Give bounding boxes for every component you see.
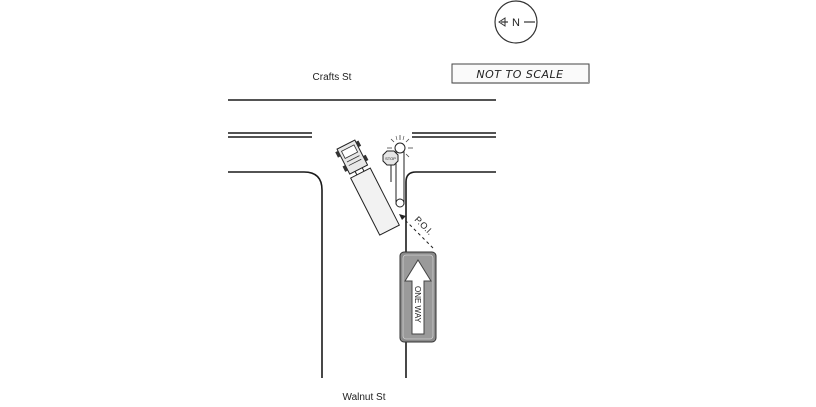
poi-label: P.O.I.: [413, 214, 436, 237]
walnut-st-label: Walnut St: [343, 392, 386, 403]
poi-arrow: P.O.I.: [399, 214, 436, 249]
one-way-sign: ONE WAY: [399, 251, 437, 343]
north-compass-icon: N: [494, 0, 538, 44]
crafts-st-label: Crafts St: [313, 72, 352, 83]
not-to-scale-note: NOT TO SCALE: [451, 63, 590, 84]
one-way-arrow-icon: [404, 259, 432, 335]
compass-north-letter: N: [512, 17, 520, 29]
not-to-scale-text: NOT TO SCALE: [476, 68, 563, 81]
impact-starburst-icon: [387, 135, 413, 158]
stop-sign-text: STOP: [385, 156, 396, 161]
truck-icon: [335, 139, 400, 236]
one-way-text: ONE WAY: [413, 286, 422, 324]
stop-sign-icon: STOP: [382, 150, 399, 182]
road-edges: [228, 99, 496, 378]
